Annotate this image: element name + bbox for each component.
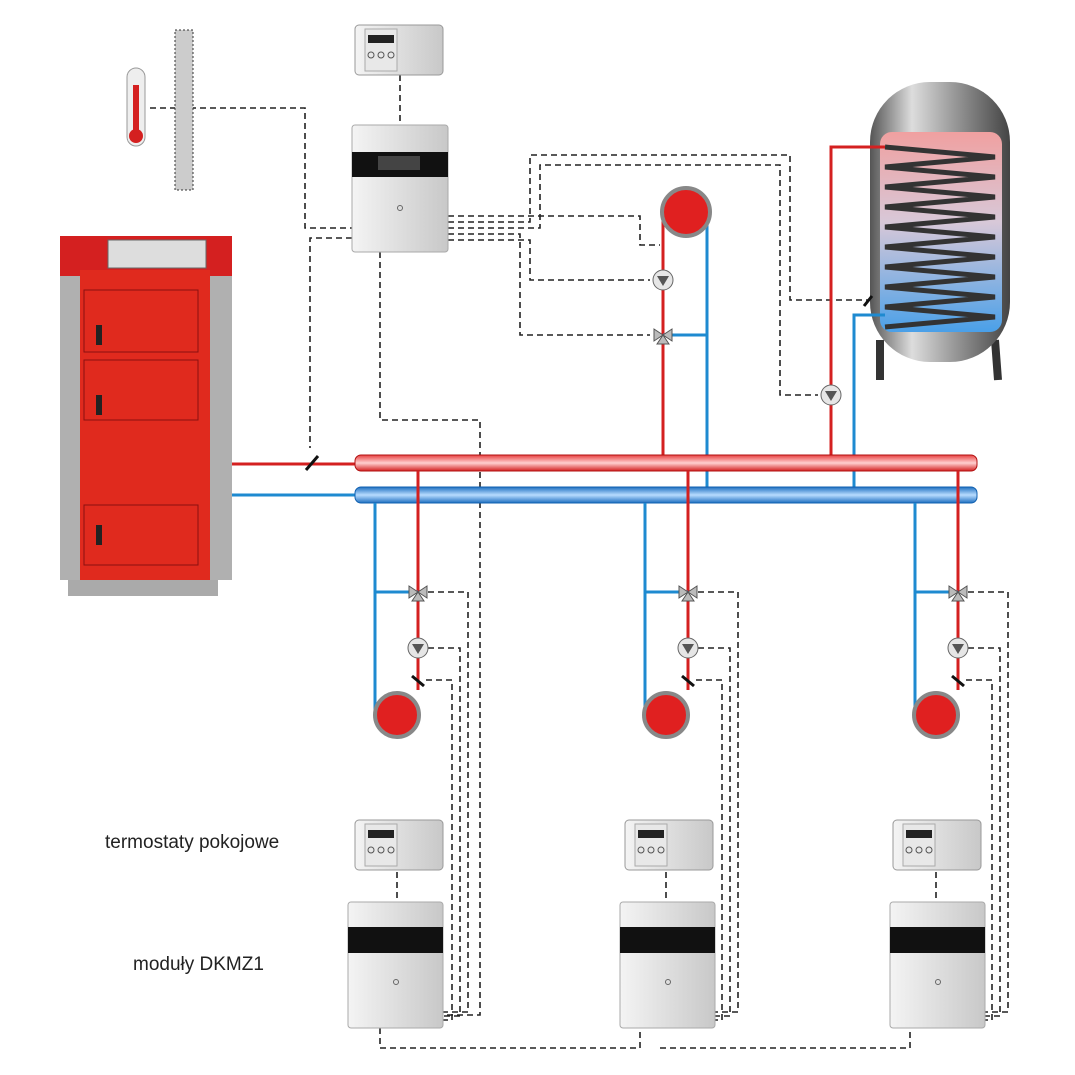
radiator-icon bbox=[660, 186, 712, 238]
boiler bbox=[60, 236, 232, 596]
controller-icon bbox=[351, 124, 449, 253]
temperature-sensor-icon bbox=[411, 674, 425, 688]
top-heating-circuit bbox=[660, 186, 712, 488]
module-icon bbox=[347, 901, 444, 1029]
mixing-valve-icon bbox=[948, 585, 968, 602]
room-thermostats-label: termostaty pokojowe bbox=[105, 832, 280, 853]
control-wiring bbox=[150, 75, 911, 1049]
pump-icon bbox=[407, 637, 429, 659]
pump-icon bbox=[820, 384, 842, 406]
cold-header-pipe bbox=[354, 486, 978, 504]
module-icon bbox=[619, 901, 716, 1029]
radiator-icon bbox=[373, 691, 421, 739]
pump-icon bbox=[652, 269, 674, 291]
hot-water-tank bbox=[829, 82, 1010, 488]
module-icon bbox=[889, 901, 986, 1029]
heating-circuit bbox=[373, 471, 469, 1021]
pump-icon bbox=[677, 637, 699, 659]
temperature-sensor-icon bbox=[304, 455, 320, 471]
room-thermostat-icon bbox=[624, 819, 714, 871]
temperature-sensor-icon bbox=[951, 674, 965, 688]
radiator-icon bbox=[912, 691, 960, 739]
pump-icon bbox=[947, 637, 969, 659]
mixing-valve-icon bbox=[408, 585, 428, 602]
room-thermostat-icon bbox=[354, 819, 444, 871]
hot-header-pipe bbox=[354, 454, 978, 472]
radiator-icon bbox=[642, 691, 690, 739]
room-thermostat-icon bbox=[892, 819, 982, 871]
mixing-valve-icon bbox=[653, 328, 673, 345]
wall-icon bbox=[174, 29, 194, 191]
outdoor-thermometer bbox=[126, 67, 146, 147]
mixing-valve-icon bbox=[678, 585, 698, 602]
temperature-sensor-icon bbox=[681, 674, 695, 688]
modules-label: moduły DKMZ1 bbox=[133, 954, 264, 975]
room-thermostat-icon bbox=[354, 24, 444, 76]
